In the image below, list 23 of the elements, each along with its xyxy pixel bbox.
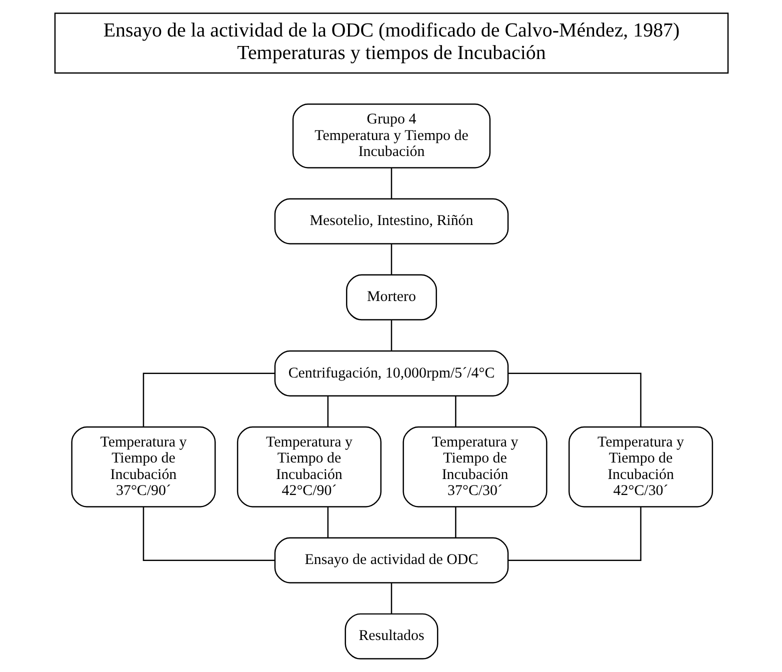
- connector: [390, 320, 392, 351]
- node-box: Resultados: [344, 613, 438, 660]
- connector: [454, 396, 456, 427]
- connector: [326, 507, 328, 538]
- node-box: Mesotelio, Intestino, Riñón: [274, 198, 508, 244]
- node-box: Ensayo de actividad de ODC: [274, 537, 508, 584]
- connector: [508, 372, 641, 427]
- connector: [390, 168, 392, 199]
- node-box: Temperatura y Tiempo de Incubación 42°C/30´: [568, 426, 713, 508]
- node-box: Centrifugación, 10,000rpm/5´/4°C: [274, 350, 508, 396]
- node-box: Temperatura y Tiempo de Incubación 42°C/90´: [236, 426, 382, 508]
- connector: [326, 396, 328, 427]
- connector: [508, 507, 641, 561]
- node-box: Mortero: [346, 274, 436, 320]
- connector: [390, 583, 392, 614]
- connector: [142, 507, 274, 561]
- node-box: Temperatura y Tiempo de Incubación 37°C/30´: [402, 426, 547, 508]
- connector: [390, 244, 392, 275]
- node-box: Grupo 4 Temperatura y Tiempo de Incubación: [292, 104, 490, 168]
- node-box: Ensayo de la actividad de la ODC (modificado de Calvo-Méndez, 1987) Temperaturas y tiempos de Incubación: [54, 12, 728, 74]
- node-box: Temperatura y Tiempo de Incubación 37°C/90´: [70, 426, 216, 508]
- connector: [454, 507, 456, 538]
- connector: [142, 372, 274, 427]
